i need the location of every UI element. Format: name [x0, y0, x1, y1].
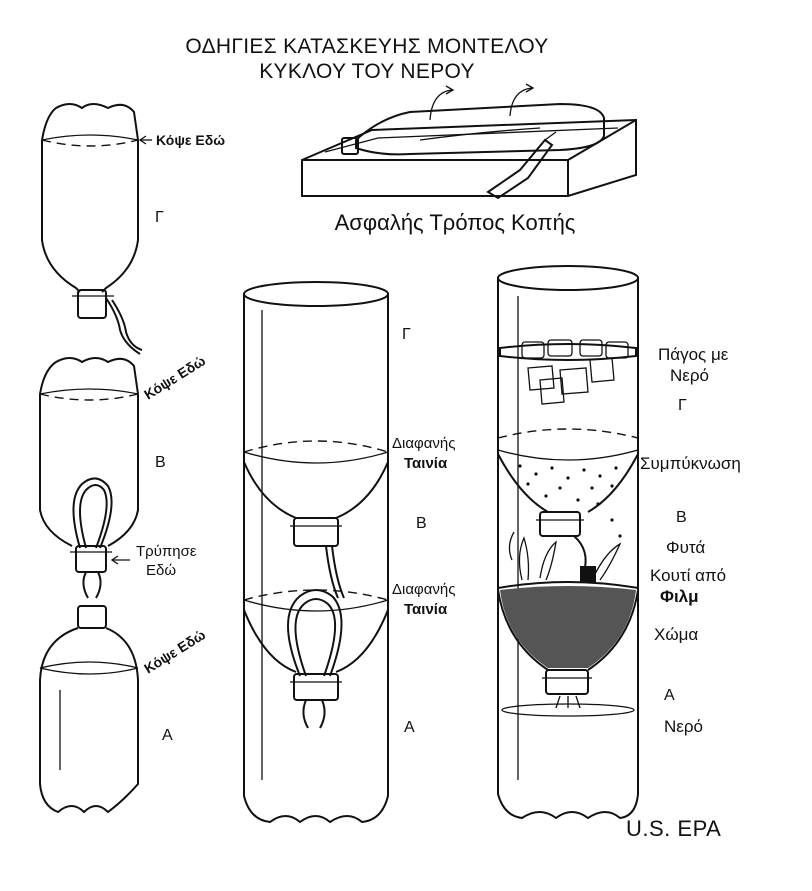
left-label-c: Γ: [155, 209, 164, 226]
title-line-2: ΚΥΚΛΟΥ ΤΟΥ ΝΕΡΟΥ: [259, 60, 475, 83]
tape-bottom-label-1: Διαφανής: [392, 581, 456, 598]
condensation-droplets: [518, 464, 622, 538]
film-box-label-2: Φιλμ: [660, 587, 699, 606]
middle-label-c: Γ: [402, 326, 411, 343]
safe-cut-caption: Ασφαλής Τρόπος Κοπής: [335, 210, 576, 235]
ice-label-2: Νερό: [670, 366, 709, 385]
right-label-a: Α: [664, 687, 675, 704]
left-label-b: Β: [155, 454, 166, 471]
credit-label: U.S. EPA: [626, 816, 721, 841]
water-label: Νερό: [664, 717, 703, 736]
bottle-top-piece-c: [41, 103, 143, 355]
bottle-bottom-piece-a: [39, 605, 139, 814]
arrow-pierce: [110, 555, 130, 565]
tape-top-label-1: Διαφανής: [392, 435, 456, 452]
tape-top-label-2: Ταινία: [404, 455, 448, 472]
soil-label: Χώμα: [654, 625, 698, 644]
pierce-here-label-2: Εδώ: [146, 562, 176, 579]
cut-here-mid-label: Κόψε Εδώ: [141, 352, 208, 402]
right-label-b: Β: [676, 509, 687, 526]
safe-cut-illustration: [301, 83, 637, 200]
title-line-1: ΟΔΗΓΙΕΣ ΚΑΤΑΣΚΕΥΗΣ ΜΟΝΤΕΛΟΥ: [185, 35, 548, 58]
pierce-here-label-1: Τρύπησε: [136, 543, 197, 560]
condensation-label: Συμπύκνωση: [640, 454, 741, 473]
plants-label: Φυτά: [666, 538, 705, 557]
middle-label-b: Β: [416, 515, 427, 532]
assembled-bottle-middle: [243, 281, 389, 824]
cut-here-bottom-label: Κόψε Εδώ: [141, 626, 208, 676]
right-label-c: Γ: [678, 397, 687, 414]
assembled-bottle-right: [497, 265, 639, 820]
tape-bottom-label-2: Ταινία: [404, 601, 448, 618]
bottle-middle-piece-b: [39, 357, 139, 599]
left-label-a: Α: [162, 727, 173, 744]
film-box-label-1: Κουτί από: [650, 566, 726, 585]
ice-label-1: Πάγος με: [658, 345, 729, 364]
middle-label-a: Α: [404, 719, 415, 736]
cut-here-top-label: Κόψε Εδώ: [156, 132, 225, 148]
arrow-cut-top: [138, 135, 152, 145]
